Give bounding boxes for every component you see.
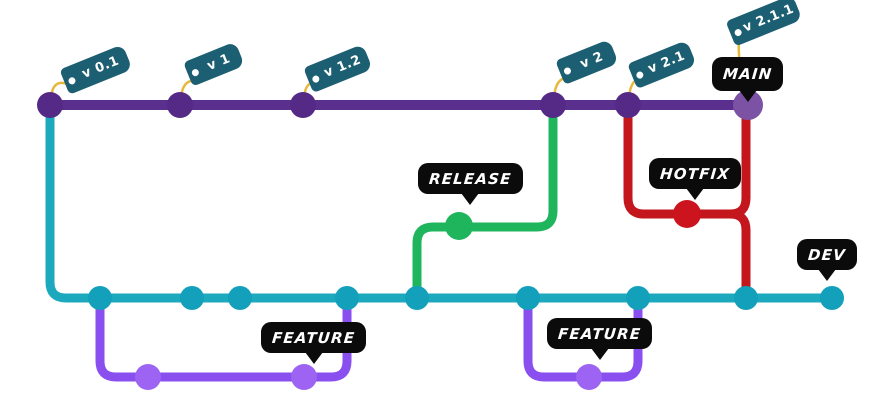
main-commit-dot — [540, 92, 566, 118]
dev-commit-dot — [180, 286, 204, 310]
main-commit-dot — [615, 92, 641, 118]
branch-label-text: RELEASE — [428, 169, 513, 188]
dev-commit-dot — [626, 286, 650, 310]
branch-label-dev: DEV — [797, 239, 857, 281]
dev-commit-dot — [88, 286, 112, 310]
dev-commit-dot — [820, 286, 844, 310]
dev-branch-line — [45, 100, 837, 303]
release-commit-dot — [445, 212, 473, 240]
branch-label-text: HOTFIX — [659, 164, 731, 183]
hotfix-branch-merge-dev-line — [725, 209, 751, 303]
feature-commit-dot — [576, 364, 602, 390]
branch-label-hotfix: HOTFIX — [649, 158, 742, 200]
branch-label-text: MAIN — [722, 65, 774, 83]
release-branch-line — [412, 100, 558, 303]
dev-commit-dot — [405, 286, 429, 310]
dev-commit-dot — [228, 286, 252, 310]
branch-label-text: DEV — [807, 245, 847, 264]
branch-label-main: MAIN — [712, 57, 784, 102]
branch-label-text: FEATURE — [271, 328, 357, 347]
version-tag-label: v 1 — [204, 50, 233, 74]
dev-commit-dot — [516, 286, 540, 310]
branch-label-release: RELEASE — [418, 163, 523, 205]
feature-branch-1-line — [95, 293, 352, 382]
main-commit-dot — [37, 92, 63, 118]
branch-label-text: FEATURE — [557, 324, 643, 343]
main-commit-dot — [167, 92, 193, 118]
branch-label-feature-1: FEATURE — [261, 322, 367, 364]
dev-commit-dot — [335, 286, 359, 310]
main-commit-dot — [290, 92, 316, 118]
branch-label-feature-2: FEATURE — [547, 318, 653, 360]
hotfix-commit-dot — [673, 200, 701, 228]
feature-commit-dot — [291, 364, 317, 390]
version-tag-label: v 2 — [577, 48, 606, 72]
feature-commit-dot — [135, 364, 161, 390]
dev-commit-dot — [734, 286, 758, 310]
